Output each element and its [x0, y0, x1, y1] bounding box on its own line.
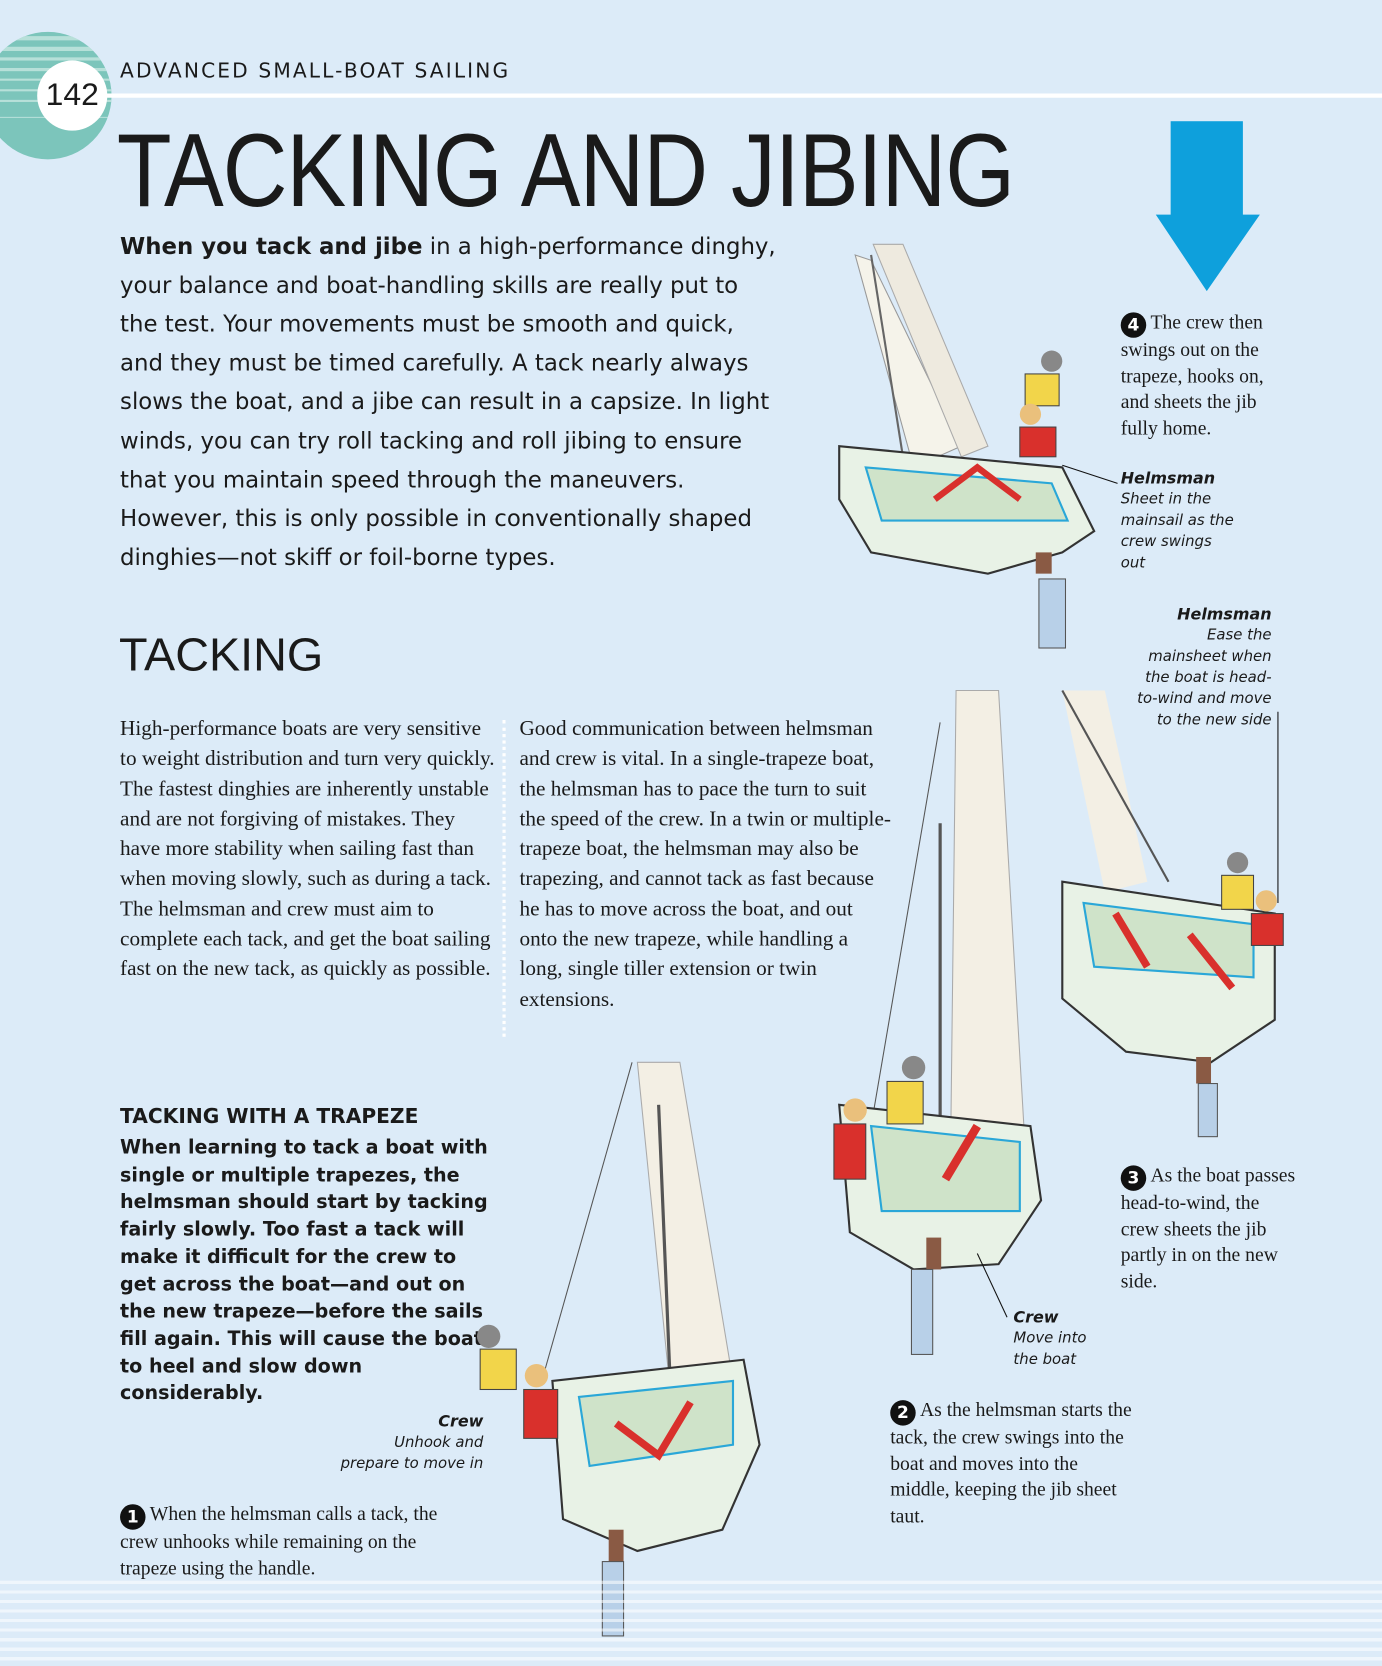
- label-text: Unhook and prepare to move in: [340, 1434, 484, 1473]
- step-text: As the boat passes head-to-wind, the cre…: [1120, 1165, 1296, 1293]
- running-head: ADVANCED SMALL-BOAT SAILING: [120, 59, 511, 83]
- step-text: The crew then swings out on the trapeze,…: [1120, 312, 1264, 440]
- step-text: When the helmsman calls a tack, the crew…: [120, 1504, 438, 1580]
- label-title: Helmsman: [1120, 468, 1216, 488]
- step-text: As the helmsman starts the tack, the cre…: [890, 1400, 1132, 1528]
- label-text: Sheet in the mainsail as the crew swings…: [1120, 490, 1234, 572]
- sidebar-heading: TACKING WITH A TRAPEZE: [120, 1104, 419, 1129]
- boat-illustration-step-3: [1061, 689, 1284, 1138]
- page-title: TACKING AND JIBING: [116, 111, 1015, 229]
- boat-illustration-step-2: [833, 689, 1043, 1355]
- boat-illustration-step-4: [838, 243, 1118, 649]
- step-number: 4: [1120, 312, 1147, 338]
- label-text: Move into the boat: [1013, 1329, 1087, 1369]
- boat-illustration-step-1: [476, 1061, 761, 1637]
- down-arrow-icon: [1155, 121, 1260, 292]
- step-number: 3: [1120, 1165, 1147, 1191]
- page-number: 142: [37, 60, 108, 131]
- sidebar-text: When learning to tack a boat with single…: [120, 1136, 488, 1405]
- intro-text: in a high-performance dinghy, your balan…: [120, 233, 776, 572]
- step-number: 2: [890, 1400, 916, 1426]
- body-column-2: Good communication between helmsman and …: [519, 717, 891, 1011]
- label-title: Helmsman: [1177, 604, 1272, 624]
- step-number: 1: [120, 1504, 146, 1530]
- intro-paragraph: When you tack and jibe in a high-perform…: [120, 228, 779, 578]
- section-heading: TACKING: [118, 628, 324, 681]
- header-rule: [106, 93, 1382, 98]
- body-column-1: High-performance boats are very sensitiv…: [120, 717, 495, 981]
- label-text: Ease the mainsheet when the boat is head…: [1137, 626, 1272, 729]
- label-title: Crew: [438, 1411, 484, 1431]
- bottom-stripes: [0, 1580, 1382, 1666]
- intro-lead: When you tack and jibe: [120, 233, 423, 261]
- label-title: Crew: [1013, 1307, 1059, 1327]
- column-divider: [502, 720, 506, 1037]
